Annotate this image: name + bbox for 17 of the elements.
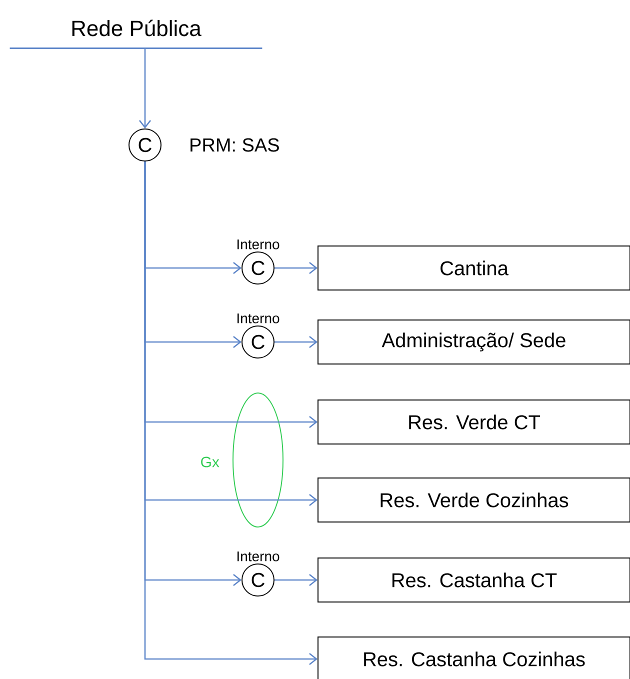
process-box: Administração/ Sede: [318, 320, 630, 364]
arrow: [274, 336, 318, 348]
node-caption: Interno: [238, 552, 280, 562]
node-caption: Interno: [238, 240, 280, 250]
process-box: Cantina: [318, 246, 630, 290]
process-box: Res. Verde CT: [318, 400, 630, 444]
node-caption: PRM: SAS: [190, 138, 279, 152]
process-box: Res. Verde Cozinhas: [318, 478, 630, 522]
process-box: Res. Castanha CT: [318, 558, 630, 602]
node-caption: Interno: [238, 314, 280, 324]
bus-line-title: Rede Pública: [10, 20, 262, 49]
group-label: Gx: [201, 456, 220, 468]
process-box: Res. Castanha Cozinhas: [318, 636, 630, 679]
arrow: [144, 162, 318, 666]
arrow: [274, 574, 318, 586]
arrow: [138, 48, 152, 128]
arrow: [274, 262, 318, 274]
